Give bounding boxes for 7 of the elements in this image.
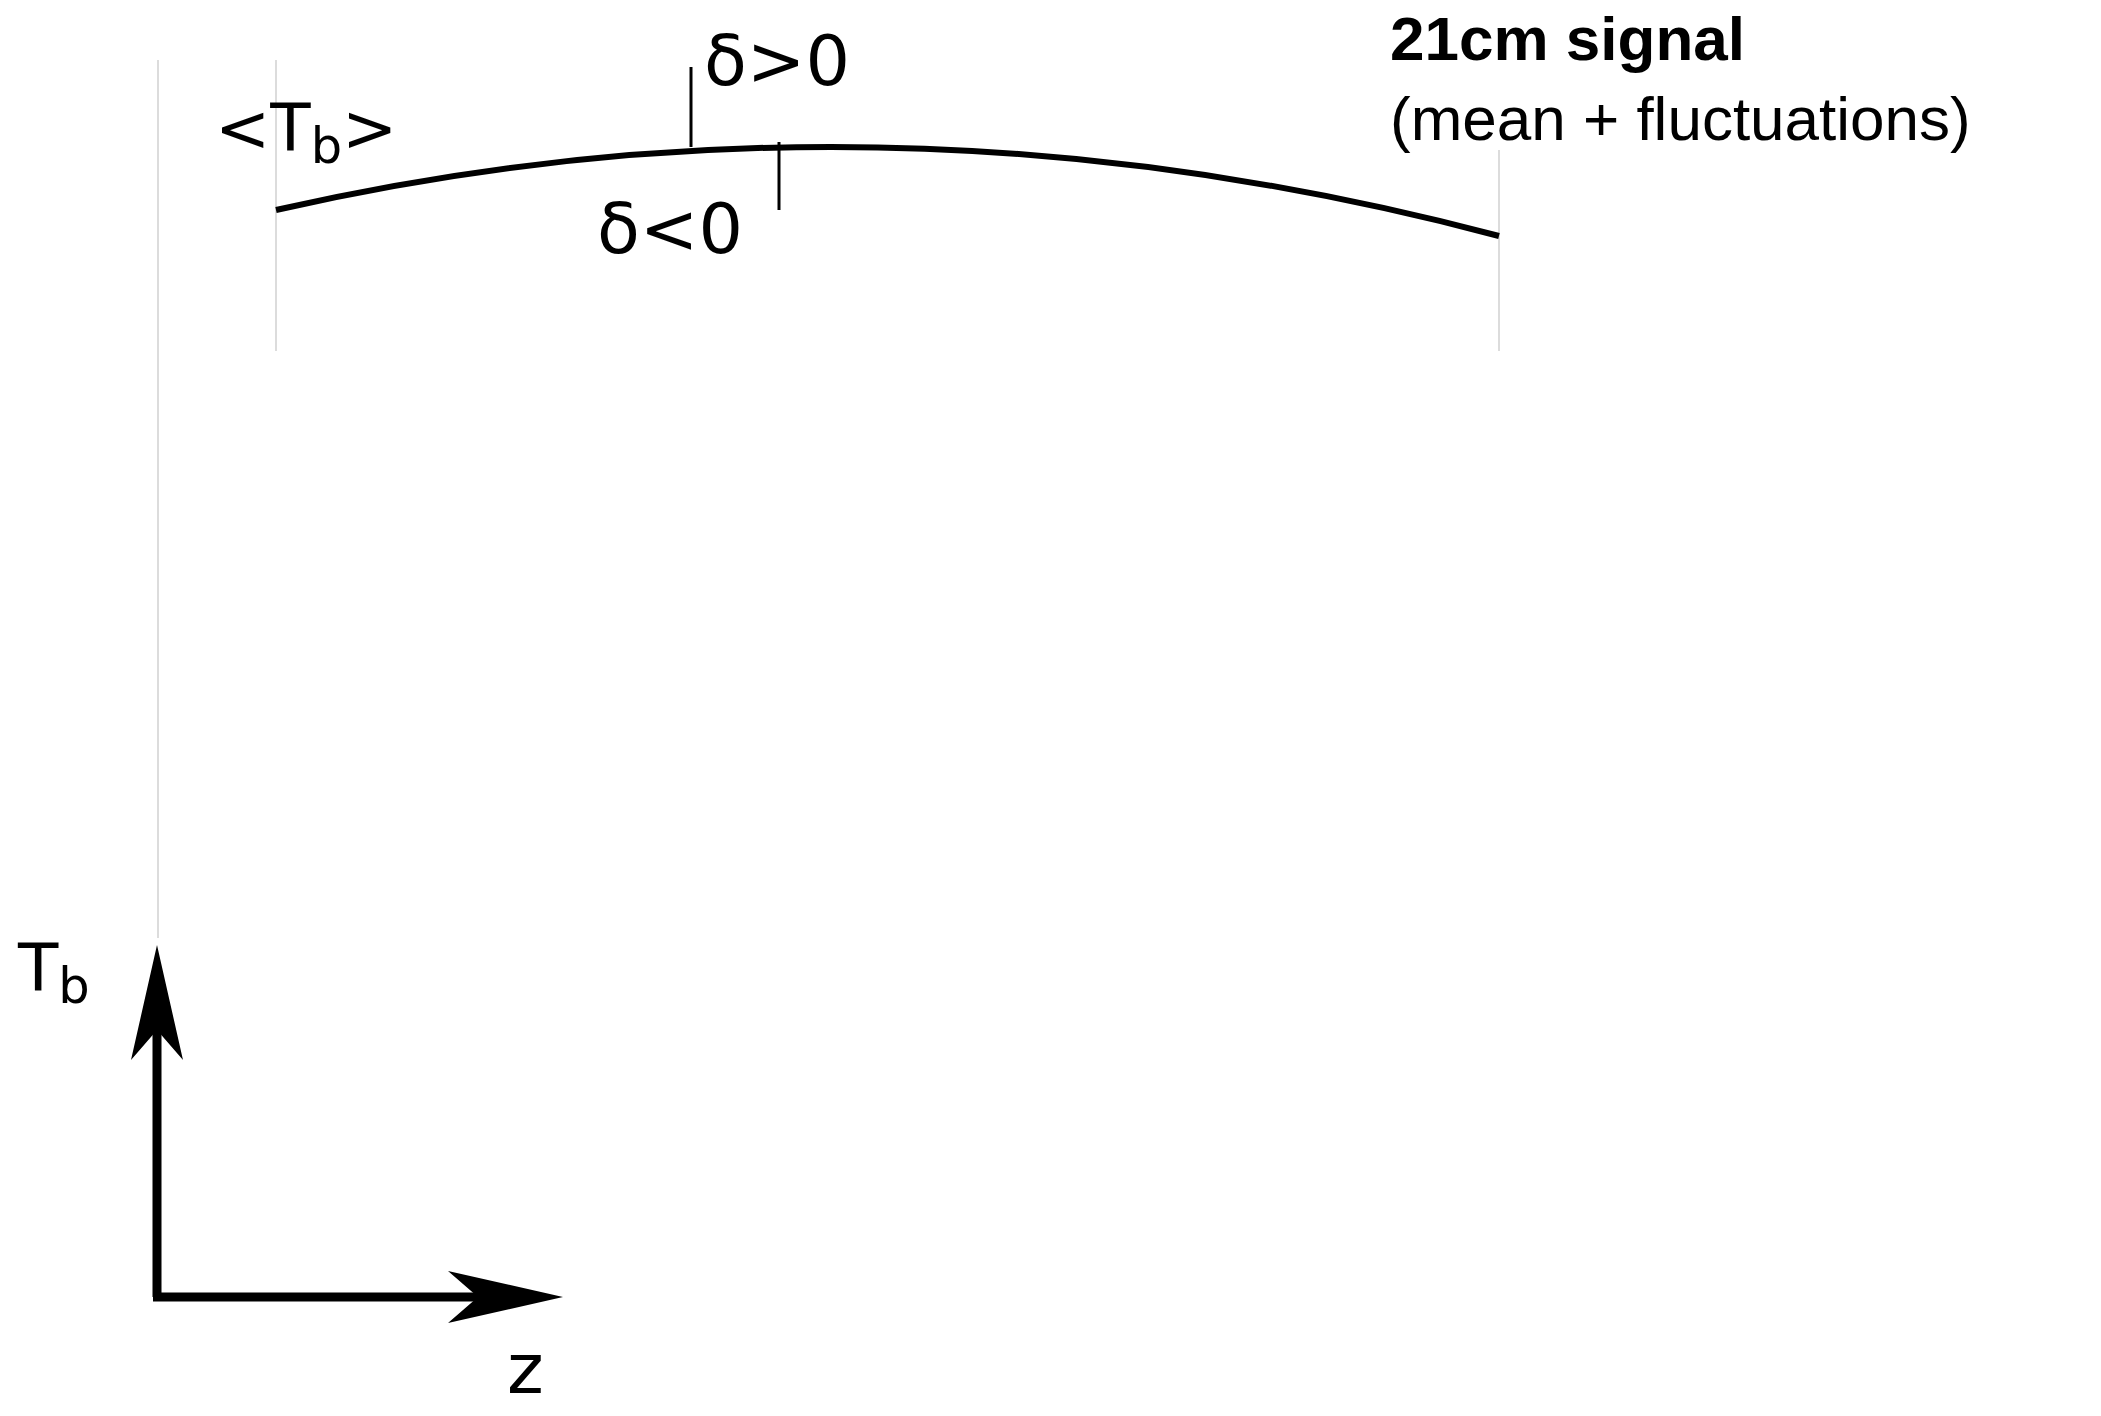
signal-subheading: (mean + fluctuations) [1390, 83, 1971, 155]
x-axis-label: z [507, 1327, 544, 1412]
mean-temperature-label: <T$_{b}$> [215, 89, 398, 171]
underdensity-label: δ<0 [597, 187, 743, 272]
overdensity-label: δ>0 [704, 19, 850, 104]
y-axis-label: T$_{b}$ [18, 929, 90, 1011]
signal-heading: 21cm signal [1390, 3, 1745, 75]
